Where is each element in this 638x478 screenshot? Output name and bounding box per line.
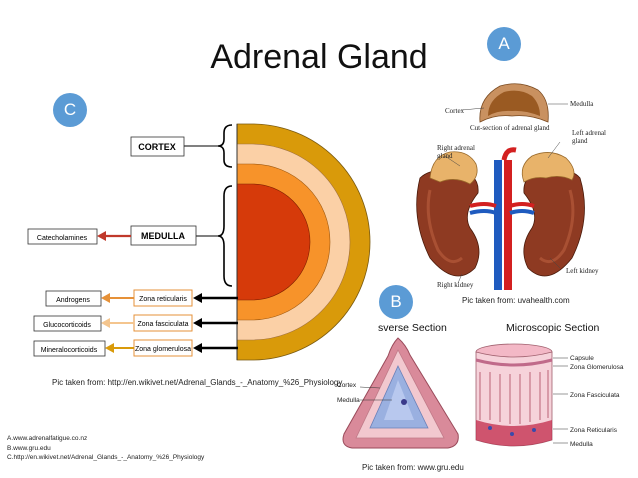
left-adrenal	[521, 152, 575, 183]
reference-b: B.www.gru.edu	[7, 444, 51, 452]
slide-title: Adrenal Gland	[210, 38, 428, 76]
marker-a: A	[487, 27, 521, 61]
b-medulla-right-label: Medulla	[570, 441, 593, 448]
medulla-label: MEDULLA	[141, 231, 185, 241]
references: A.www.adrenalfatigue.co.nz B.www.gru.edu…	[7, 434, 204, 463]
a-left-kidney-label: Left kidney	[566, 267, 599, 275]
a-cortex-label: Cortex	[445, 107, 465, 115]
a-cut-section-label: Cut-section of adrenal gland	[470, 124, 550, 132]
catecholamines-arrow	[97, 231, 106, 241]
reference-a: A.www.adrenalfatigue.co.nz	[7, 435, 88, 442]
a-right-adrenal-label-1: Right adrenal	[437, 144, 475, 152]
transverse-heading: sverse Section	[378, 322, 447, 334]
catecholamines-label: Catecholamines	[37, 235, 88, 242]
b-zona-reticularis-label: Zona Reticularis	[570, 427, 618, 434]
androgens-box	[45, 290, 102, 307]
cortex-box	[130, 136, 185, 157]
zona-fasciculata-label: Zona fasciculata	[138, 321, 189, 328]
microscopic-heading: Microscopic Section	[506, 322, 600, 334]
a-left-adrenal-label-1: Left adrenal	[572, 129, 606, 137]
a-left-adrenal-label-2: gland	[572, 137, 588, 145]
zona-reticularis-label: Zona reticularis	[139, 296, 187, 303]
kidney-illustration	[416, 83, 585, 290]
caption-a: Pic taken from: uvahealth.com	[462, 296, 570, 305]
a-right-adrenal-label-2: gland	[437, 152, 453, 160]
marker-b: B	[379, 285, 413, 319]
cortex-label: CORTEX	[138, 142, 176, 152]
mineralocorticoids-box	[33, 340, 106, 357]
caption-b: Pic taken from: www.gru.edu	[362, 463, 464, 472]
a-medulla-label: Medulla	[570, 100, 594, 108]
glucocorticoids-box	[33, 315, 102, 332]
b-medulla-label: Medulla	[337, 397, 360, 404]
b-zona-glomerulosa-label: Zona Glomerulosa	[570, 364, 624, 371]
marker-c: C	[53, 93, 87, 127]
b-capsule-label: Capsule	[570, 355, 594, 362]
glucocorticoids-label: Glucocorticoids	[43, 322, 91, 329]
medulla-layer	[236, 183, 311, 301]
mineralocorticoids-label: Mineralocorticoids	[41, 347, 98, 354]
b-zona-fasciculata-label: Zona Fasciculata	[570, 392, 620, 399]
a-right-kidney-label: Right kidney	[437, 281, 474, 289]
reference-c: C.http://en.wikivet.net/Adrenal_Glands_-…	[7, 454, 205, 461]
androgens-label: Androgens	[56, 297, 90, 304]
zona-glomerulosa-label: Zona glomerulosa	[135, 346, 191, 353]
right-adrenal	[429, 151, 478, 185]
caption-c: Pic taken from: http://en.wikivet.net/Ad…	[52, 378, 343, 387]
b-cortex-label: Cortex	[337, 382, 357, 389]
